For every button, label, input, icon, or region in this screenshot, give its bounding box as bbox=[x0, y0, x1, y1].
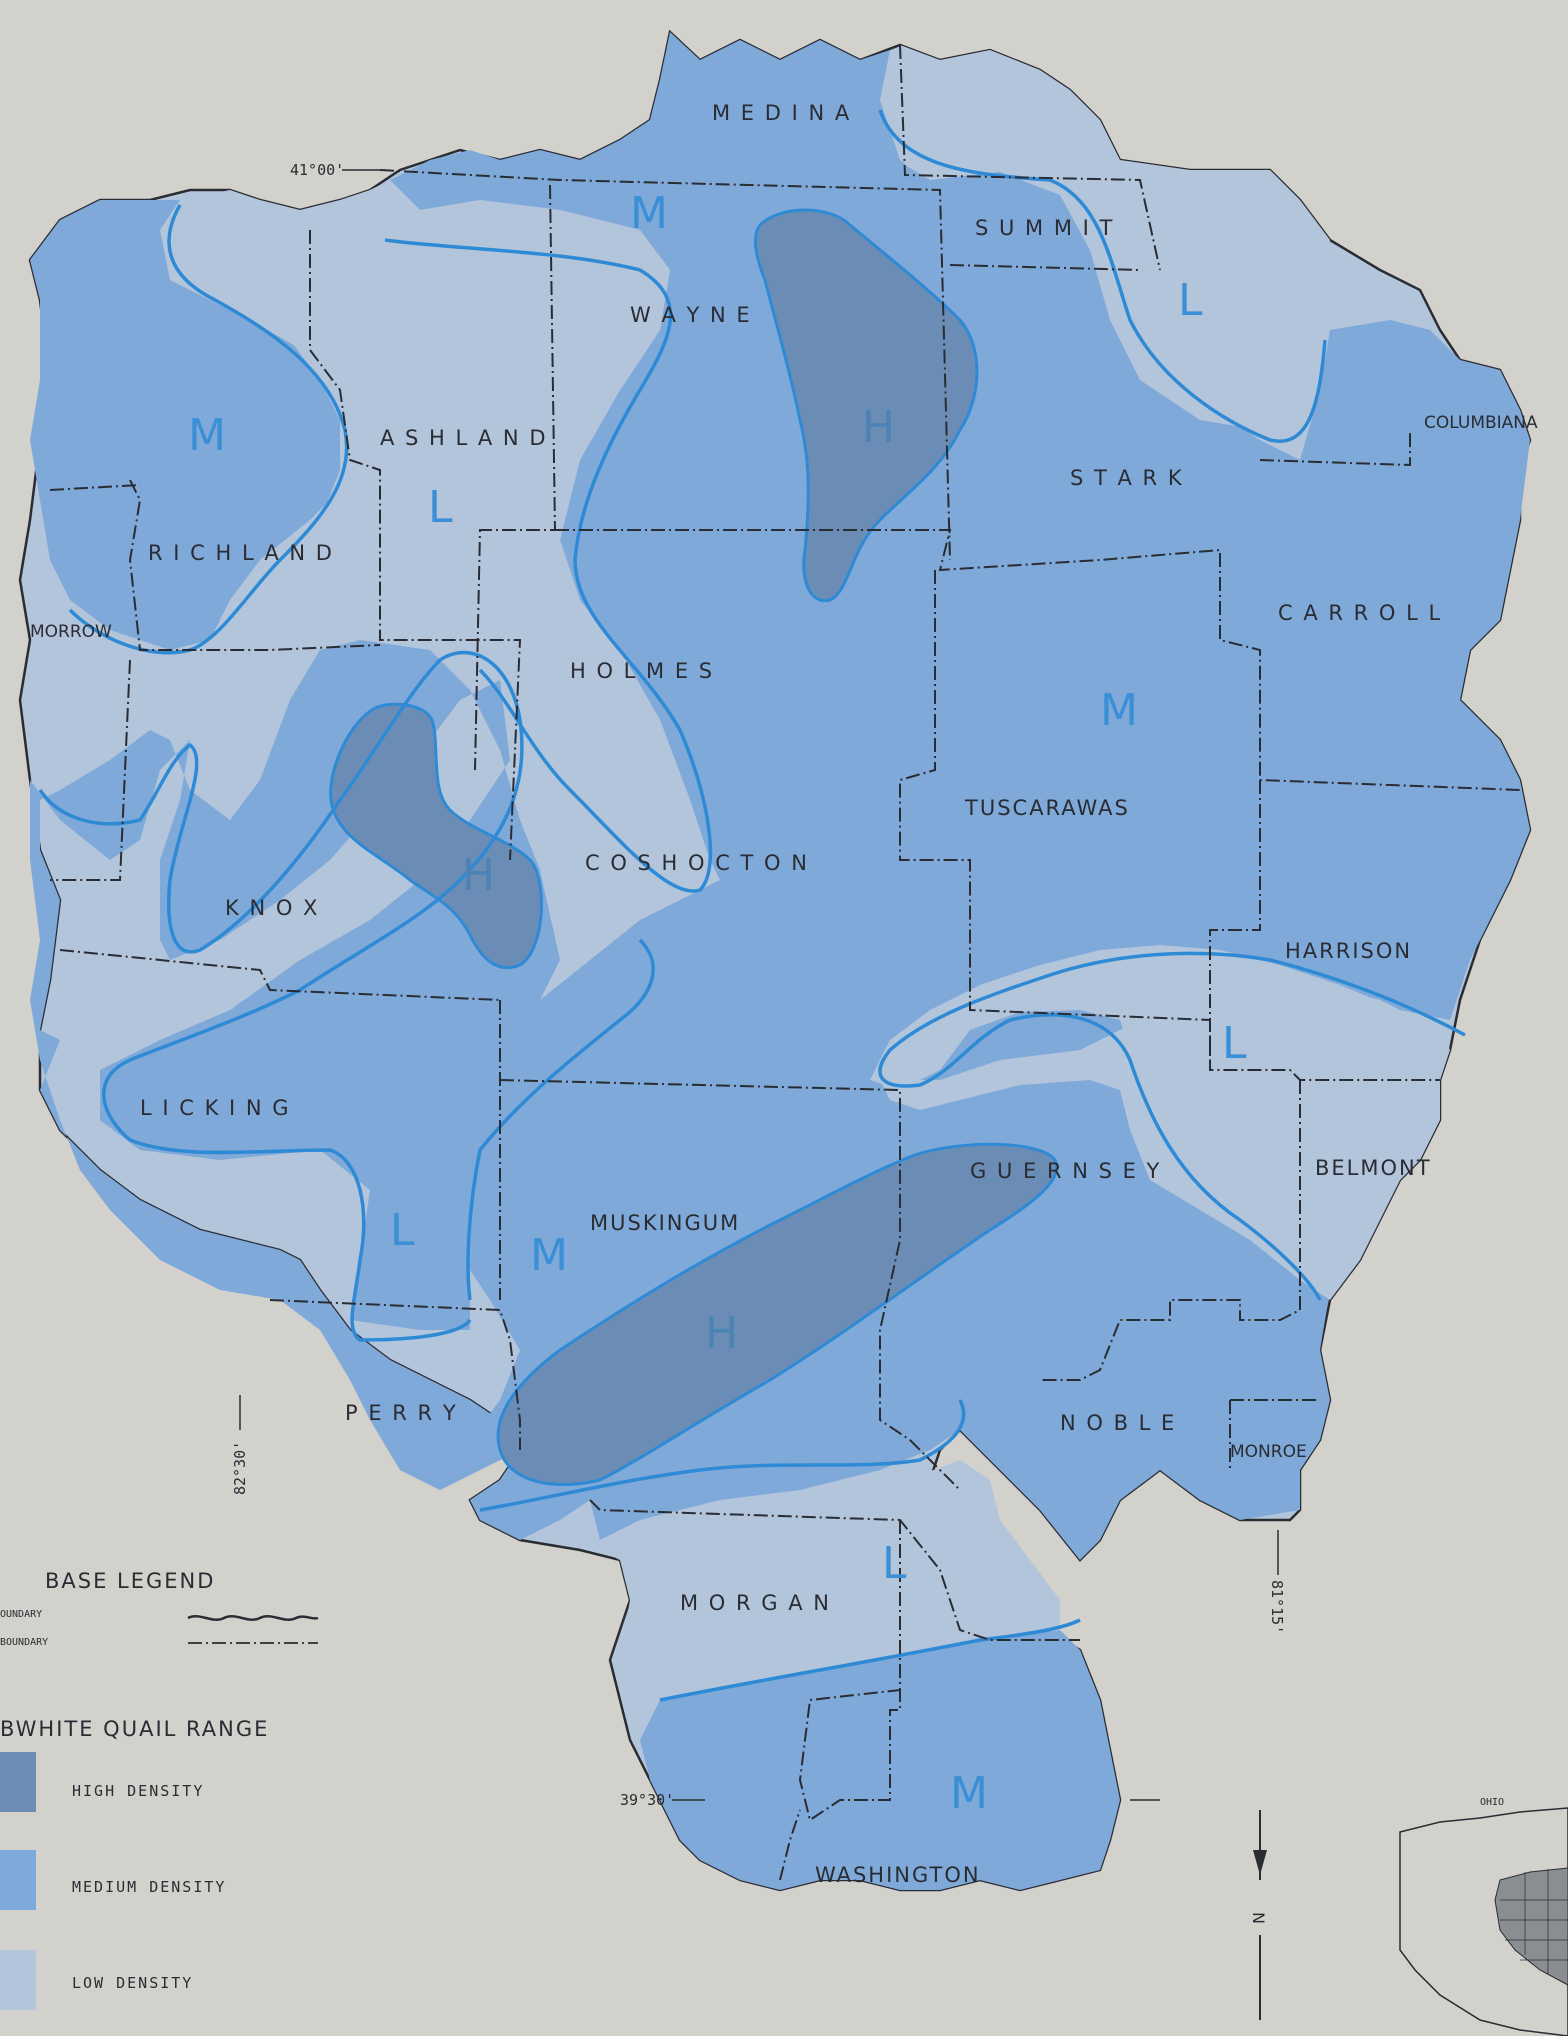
low-zone-morgan bbox=[600, 1460, 1060, 1700]
legend-swatch-high bbox=[0, 1752, 36, 1812]
zone-label-medium-richland: M bbox=[188, 410, 226, 461]
low-zone-ashland bbox=[170, 180, 700, 880]
zone-label-low-summit: L bbox=[1178, 275, 1203, 326]
legend-label-low: LOW DENSITY bbox=[72, 1974, 193, 1992]
range-contour-lines bbox=[38, 109, 1466, 1702]
zone-label-high-wayne: H bbox=[862, 402, 895, 453]
county-label-stark: S T A R K bbox=[1070, 466, 1184, 490]
range-legend: BWHITE QUAIL RANGE HIGH DENSITY MEDIUM D… bbox=[0, 1717, 269, 2010]
inset-label: OHIO bbox=[1480, 1797, 1504, 1808]
zone-label-high-muskingum: H bbox=[705, 1308, 738, 1359]
county-label-columbiana: COLUMBIANA bbox=[1424, 413, 1538, 433]
longitude-81-15: 81°15' bbox=[1268, 1580, 1286, 1634]
county-label-medina: M E D I N A bbox=[712, 101, 851, 125]
zone-label-medium-wayne: M bbox=[630, 188, 668, 239]
county-label-ashland: A S H L A N D bbox=[380, 426, 547, 450]
zone-label-low-morgan: L bbox=[882, 1538, 907, 1589]
county-label-guernsey: G U E R N S E Y bbox=[970, 1159, 1161, 1183]
state-boundary-label: OUNDARY bbox=[0, 1609, 42, 1620]
ohio-inset-map: OHIO bbox=[1399, 1797, 1568, 2036]
base-legend-title: BASE LEGEND bbox=[45, 1569, 215, 1593]
county-boundary-label: BOUNDARY bbox=[0, 1637, 48, 1648]
county-label-morrow: MORROW bbox=[30, 622, 112, 642]
zone-label-low-licking: L bbox=[390, 1205, 415, 1256]
high-zone-wayne bbox=[753, 208, 979, 603]
county-label-morgan: M O R G A N bbox=[680, 1591, 831, 1615]
county-label-carroll: C A R R O L L bbox=[1278, 601, 1442, 625]
base-legend: BASE LEGEND OUNDARY BOUNDARY bbox=[0, 1569, 319, 1648]
north-arrow: N bbox=[1249, 1810, 1268, 2020]
county-label-washington: WASHINGTON bbox=[815, 1863, 981, 1887]
county-label-tuscarawas: TUSCARAWAS bbox=[964, 796, 1130, 820]
county-label-wayne: W A Y N E bbox=[630, 303, 752, 327]
legend-label-high: HIGH DENSITY bbox=[72, 1782, 204, 1800]
legend-swatch-medium bbox=[0, 1850, 36, 1910]
zone-label-high-knox: H bbox=[462, 850, 495, 901]
zone-label-low-ashland: L bbox=[428, 482, 453, 533]
medium-zone-main bbox=[390, 32, 1530, 1560]
longitude-82-30: 82°30' bbox=[231, 1441, 249, 1495]
zone-label-medium-tuscarawas: M bbox=[1100, 685, 1138, 736]
county-boundaries bbox=[49, 44, 1521, 1881]
legend-label-medium: MEDIUM DENSITY bbox=[72, 1878, 226, 1896]
county-label-knox: K N O X bbox=[225, 896, 319, 920]
county-label-licking: L I C K I N G bbox=[140, 1096, 291, 1120]
latitude-41-00: 41°00' bbox=[290, 161, 344, 179]
county-label-belmont: BELMONT bbox=[1315, 1156, 1432, 1180]
county-label-noble: N O B L E bbox=[1060, 1411, 1176, 1435]
zone-label-low-harrison: L bbox=[1222, 1018, 1247, 1069]
zone-label-medium-washington: M bbox=[950, 1768, 988, 1819]
county-label-perry: P E R R Y bbox=[345, 1401, 458, 1425]
county-label-muskingum: MUSKINGUM bbox=[590, 1211, 740, 1235]
county-label-harrison: HARRISON bbox=[1285, 939, 1412, 963]
county-label-summit: S U M M I T bbox=[975, 216, 1114, 240]
medium-zone-south bbox=[640, 1630, 1120, 1890]
zone-label-medium-muskingum: M bbox=[530, 1230, 568, 1281]
county-label-richland: R I C H L A N D bbox=[148, 541, 334, 565]
high-zone-muskingum bbox=[496, 1142, 1059, 1486]
medium-zone-west bbox=[30, 200, 350, 650]
high-zone-knox bbox=[329, 702, 543, 970]
county-label-monroe: MONROE bbox=[1230, 1442, 1307, 1462]
legend-swatch-low bbox=[0, 1950, 36, 2010]
low-zone-summit bbox=[890, 45, 1330, 430]
county-label-holmes: H O L M E S bbox=[570, 659, 714, 683]
north-arrow-label: N bbox=[1249, 1912, 1268, 1924]
latitude-39-30: 39°30' bbox=[620, 1791, 674, 1809]
county-label-coshocton: C O S H O C T O N bbox=[585, 851, 809, 875]
range-legend-title: BWHITE QUAIL RANGE bbox=[0, 1717, 269, 1741]
